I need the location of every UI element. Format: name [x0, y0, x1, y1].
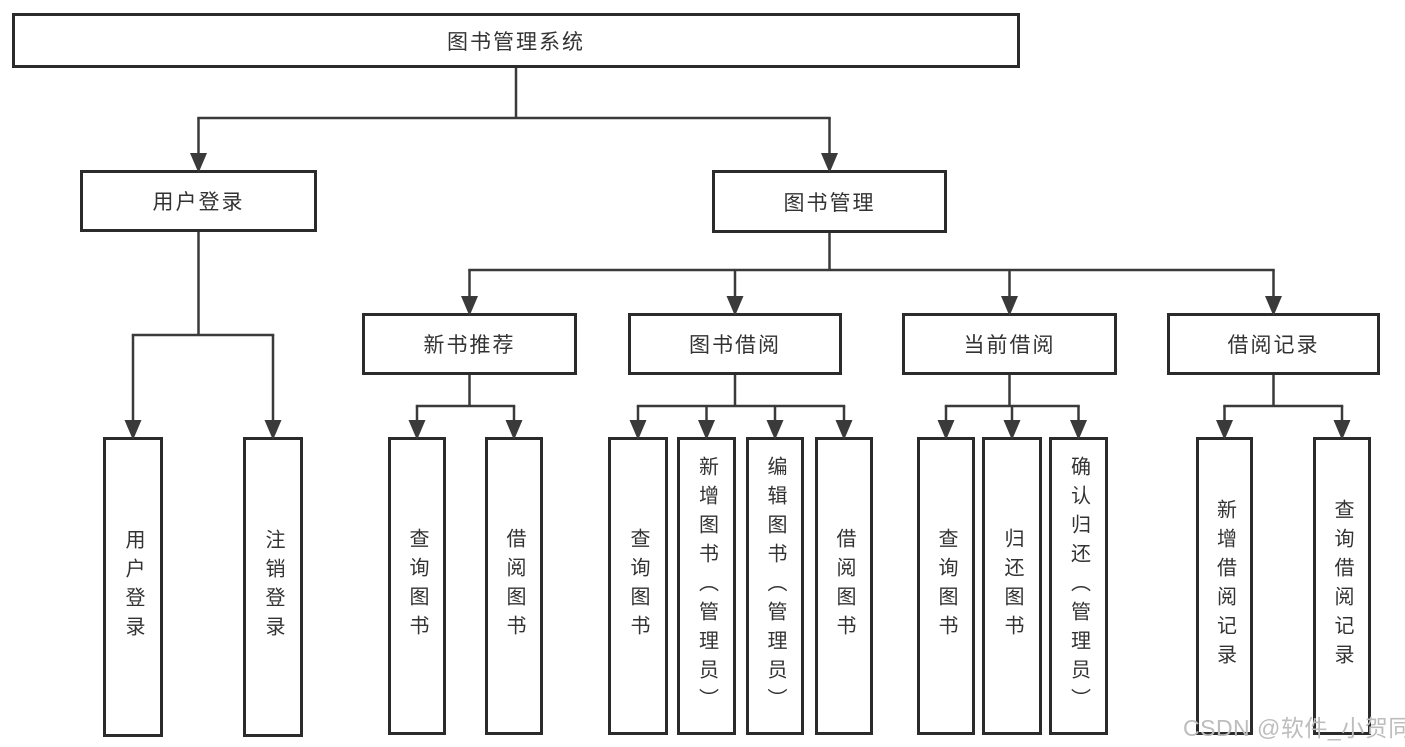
node-label-leaf-query-books-rec: 查询图书 [406, 528, 428, 644]
node-label-leaf-add-borrow-record: 新增借阅记录 [1213, 499, 1236, 673]
node-book-borrow: 图书借阅 [628, 313, 842, 375]
node-leaf-edit-books: 编辑图书（管理员） [746, 437, 804, 735]
node-label-leaf-confirm-return: 确认归还（管理员） [1067, 455, 1090, 717]
node-leaf-return-books: 归还图书 [982, 437, 1042, 735]
node-label-leaf-query-books-cur: 查询图书 [935, 528, 957, 644]
node-current-borrow: 当前借阅 [902, 313, 1117, 375]
node-leaf-query-books-rec: 查询图书 [388, 437, 446, 735]
node-leaf-query-books-cur: 查询图书 [917, 437, 975, 735]
node-label-current-borrow: 当前借阅 [963, 334, 1056, 357]
node-leaf-query-borrow-record: 查询借阅记录 [1313, 437, 1371, 735]
node-leaf-add-books: 新增图书（管理员） [677, 437, 736, 735]
node-borrow-records: 借阅记录 [1167, 313, 1380, 375]
node-book-mgmt: 图书管理 [712, 170, 947, 233]
node-leaf-borrow-books-rec: 借阅图书 [485, 437, 543, 735]
node-user-login: 用户登录 [80, 170, 317, 232]
node-label-root: 图书管理系统 [447, 30, 585, 54]
node-label-leaf-borrow-books: 借阅图书 [833, 528, 855, 644]
node-label-leaf-edit-books: 编辑图书（管理员） [764, 455, 786, 717]
node-leaf-borrow-books: 借阅图书 [815, 437, 873, 735]
node-label-leaf-logout: 注销登录 [262, 529, 284, 645]
node-label-leaf-add-books: 新增图书（管理员） [695, 455, 718, 717]
node-leaf-add-borrow-record: 新增借阅记录 [1196, 437, 1253, 735]
node-leaf-logout: 注销登录 [243, 437, 303, 737]
node-leaf-user-login: 用户登录 [103, 437, 163, 737]
node-label-leaf-user-login: 用户登录 [122, 529, 144, 645]
node-leaf-query-books-bor: 查询图书 [608, 437, 668, 735]
node-label-borrow-records: 借阅记录 [1227, 334, 1320, 357]
node-label-user-login: 用户登录 [152, 191, 245, 214]
node-label-leaf-return-books: 归还图书 [1001, 528, 1023, 644]
node-label-leaf-query-books-bor: 查询图书 [627, 528, 649, 644]
node-leaf-confirm-return: 确认归还（管理员） [1049, 437, 1108, 735]
node-label-new-book-recommend: 新书推荐 [423, 334, 516, 357]
node-label-leaf-query-borrow-record: 查询借阅记录 [1331, 499, 1353, 673]
node-root: 图书管理系统 [12, 13, 1020, 68]
node-label-book-mgmt: 图书管理 [783, 191, 876, 215]
watermark-text: CSDN @软件_小贺同学 [1183, 715, 1405, 741]
node-label-leaf-borrow-books-rec: 借阅图书 [503, 528, 525, 644]
node-label-book-borrow: 图书借阅 [689, 334, 781, 357]
node-new-book-recommend: 新书推荐 [362, 313, 577, 375]
